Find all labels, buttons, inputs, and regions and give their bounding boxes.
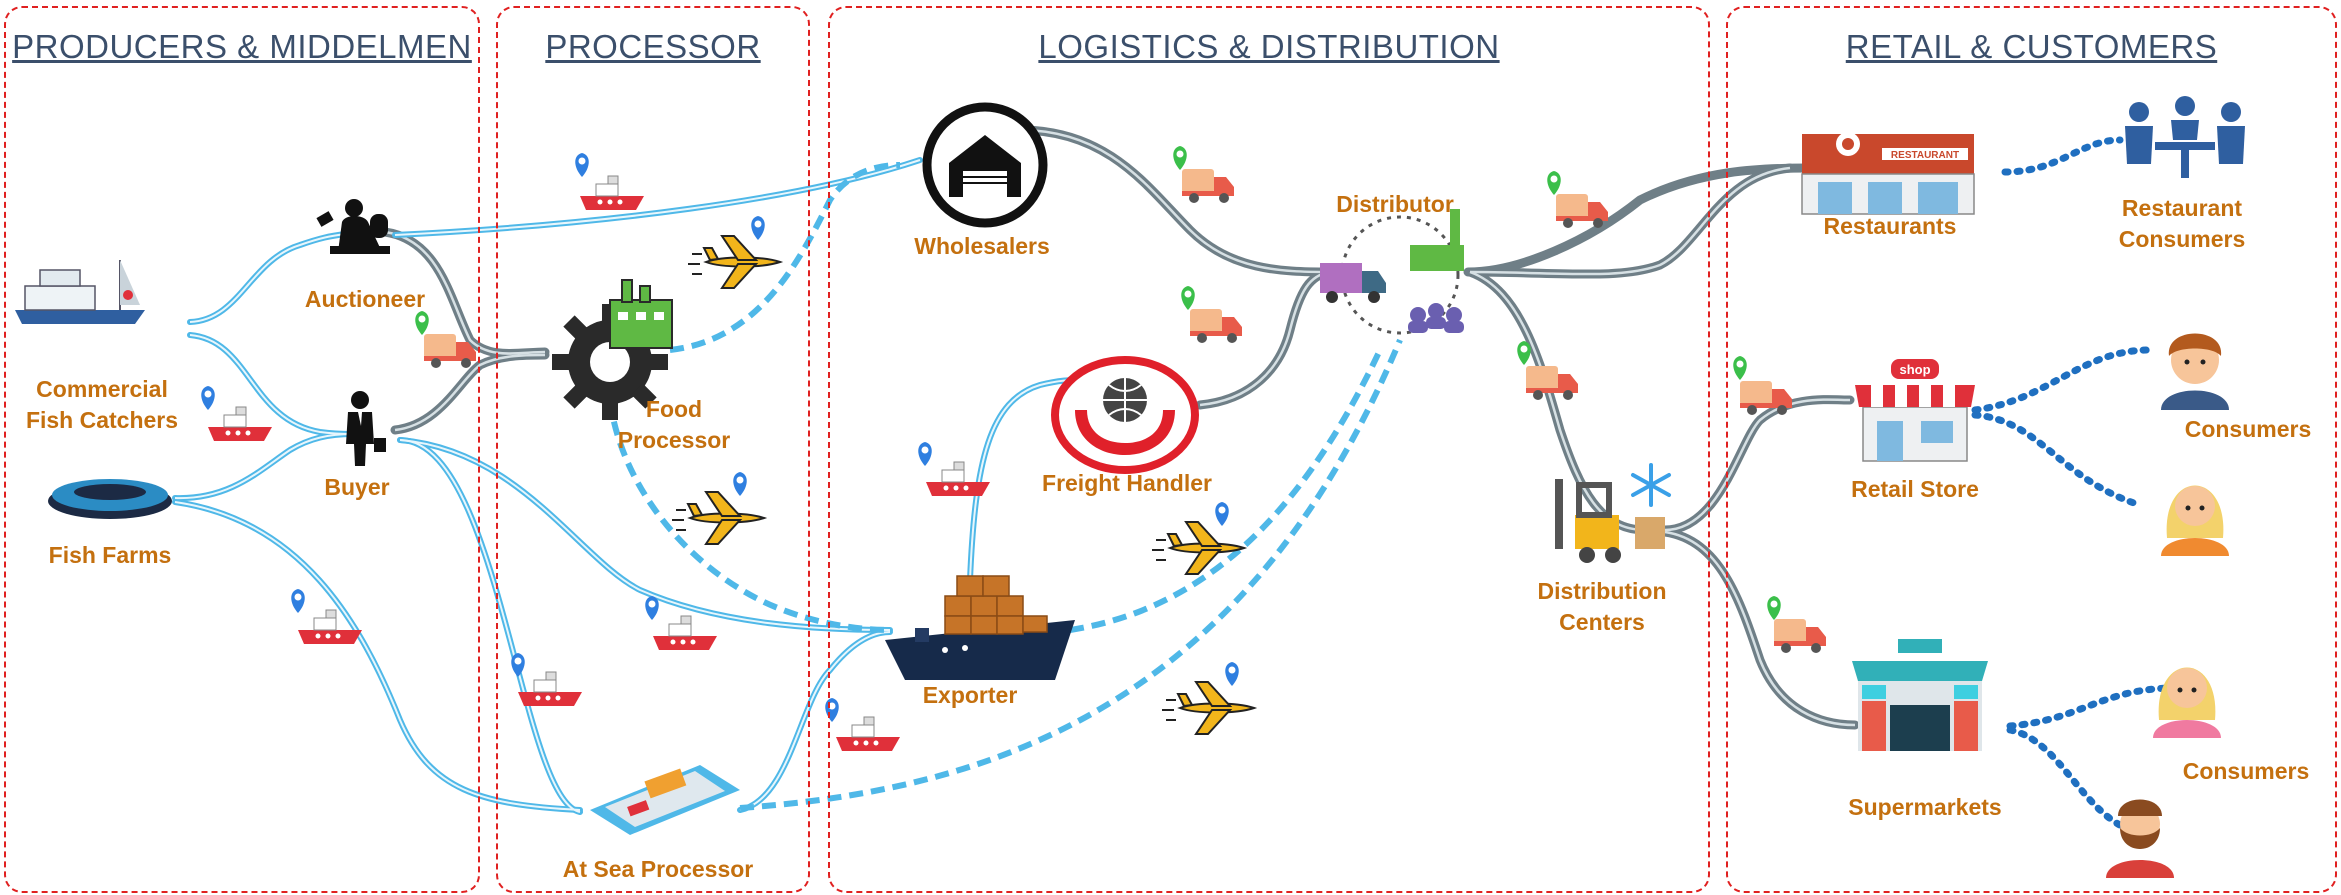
label-distribution-centers: Distribution Centers [1537,578,1667,635]
section-title-processor: PROCESSOR [545,28,761,65]
section-logistics: LOGISTICS & DISTRIBUTION [828,6,1710,893]
customer-links [1971,136,2174,834]
label-restaurants: Restaurants [1823,213,1957,239]
restaurant-building-icon: RESTAURANT [1801,132,1975,215]
label-auctioneer: Auctioneer [304,286,426,312]
consumer-bearded-man-icon [2106,799,2174,878]
fish-farm-icon [48,479,172,519]
food-processor-icon [552,279,673,420]
section-retail: RETAIL & CUSTOMERS [1726,6,2337,893]
section-processor: PROCESSOR [496,6,810,893]
air-routes [607,162,1403,811]
fishing-boat-icon [15,260,145,324]
buyer-icon [346,391,386,466]
label-supermarkets: Supermarkets [1848,794,2002,820]
consumer-woman-icon [2161,485,2229,556]
label-freight-handler: Freight Handler [1042,470,1212,496]
label-exporter: Exporter [922,682,1018,708]
label-restaurant-consumers: Restaurant Consumers [2118,195,2246,252]
exporter-ship-icon [885,575,1075,680]
label-consumers-top: Consumers [2184,416,2312,442]
label-food-processor: Food Processor [617,396,731,453]
distribution-center-icon [1555,463,1671,563]
section-title-producers: PRODUCERS & MIDDELMEN [12,28,472,65]
section-producers: PRODUCERS & MIDDELMEN [4,6,480,893]
label-wholesalers: Wholesalers [914,233,1050,259]
supermarket-icon [1852,639,1988,751]
distributor-icon [1320,209,1464,335]
retail-store-icon: shop [1855,359,1975,462]
section-title-logistics: LOGISTICS & DISTRIBUTION [1038,28,1500,65]
freight-handler-icon [1051,356,1199,474]
consumer-woman-icon-2 [2153,667,2221,738]
section-title-retail: RETAIL & CUSTOMERS [1845,28,2218,65]
label-distributor: Distributor [1336,191,1454,217]
label-at-sea-processor: At Sea Processor [562,856,754,882]
label-retail-store: Retail Store [1851,476,1979,502]
at-sea-processor-icon [590,765,740,835]
restaurant-consumers-icon [2125,96,2245,178]
restaurant-sign-text: RESTAURANT [1891,150,1959,161]
auctioneer-icon [316,199,390,254]
consumer-man-icon [2161,333,2229,410]
wholesalers-icon [922,102,1048,228]
label-buyer: Buyer [324,474,390,500]
shop-sign-text: shop [1899,362,1930,377]
label-commercial-fish-catchers: Commercial Fish Catchers [25,376,179,433]
label-fish-farms: Fish Farms [48,542,172,568]
label-consumers-bottom: Consumers [2182,758,2310,784]
